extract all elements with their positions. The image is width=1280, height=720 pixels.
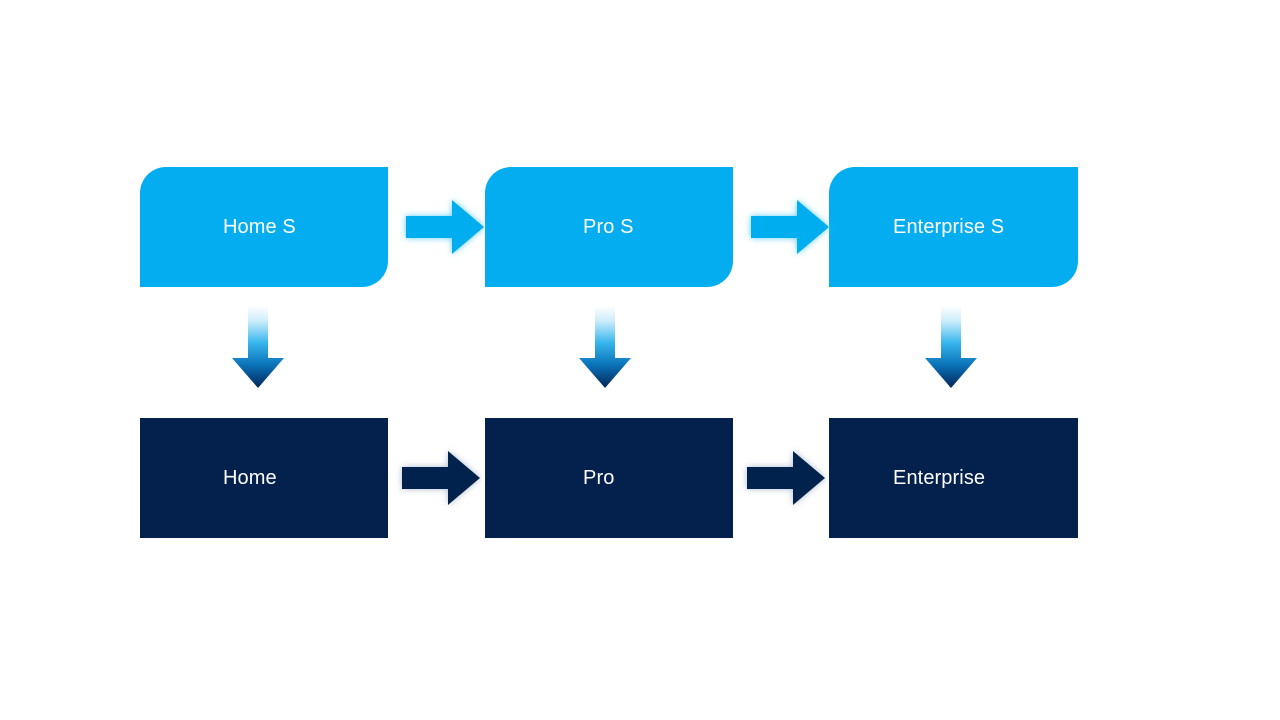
arrow-right-icon-home-to-pro — [400, 447, 482, 509]
node-home-label: Home — [223, 467, 277, 489]
node-home-s[interactable]: Home S — [140, 167, 388, 287]
arrow-down-icon-home — [228, 306, 288, 390]
node-pro-s[interactable]: Pro S — [485, 167, 733, 287]
node-enterprise-label: Enterprise — [893, 467, 986, 489]
arrow-down-icon-enterprise — [921, 306, 981, 390]
node-enterprise-s-label: Enterprise S — [893, 216, 1005, 238]
node-pro-s-label: Pro S — [583, 216, 634, 238]
node-pro[interactable]: Pro — [485, 418, 733, 538]
arrow-right-icon-pro-to-enterprise — [745, 447, 827, 509]
node-enterprise[interactable]: Enterprise — [829, 418, 1078, 538]
arrow-right-icon-home-to-pro-s — [404, 196, 486, 258]
node-home-s-label: Home S — [223, 216, 296, 238]
node-pro-label: Pro — [583, 467, 615, 489]
arrow-right-icon-pro-to-enterprise-s — [749, 196, 831, 258]
node-home[interactable]: Home — [140, 418, 388, 538]
node-enterprise-s[interactable]: Enterprise S — [829, 167, 1078, 287]
arrow-down-icon-pro — [575, 306, 635, 390]
